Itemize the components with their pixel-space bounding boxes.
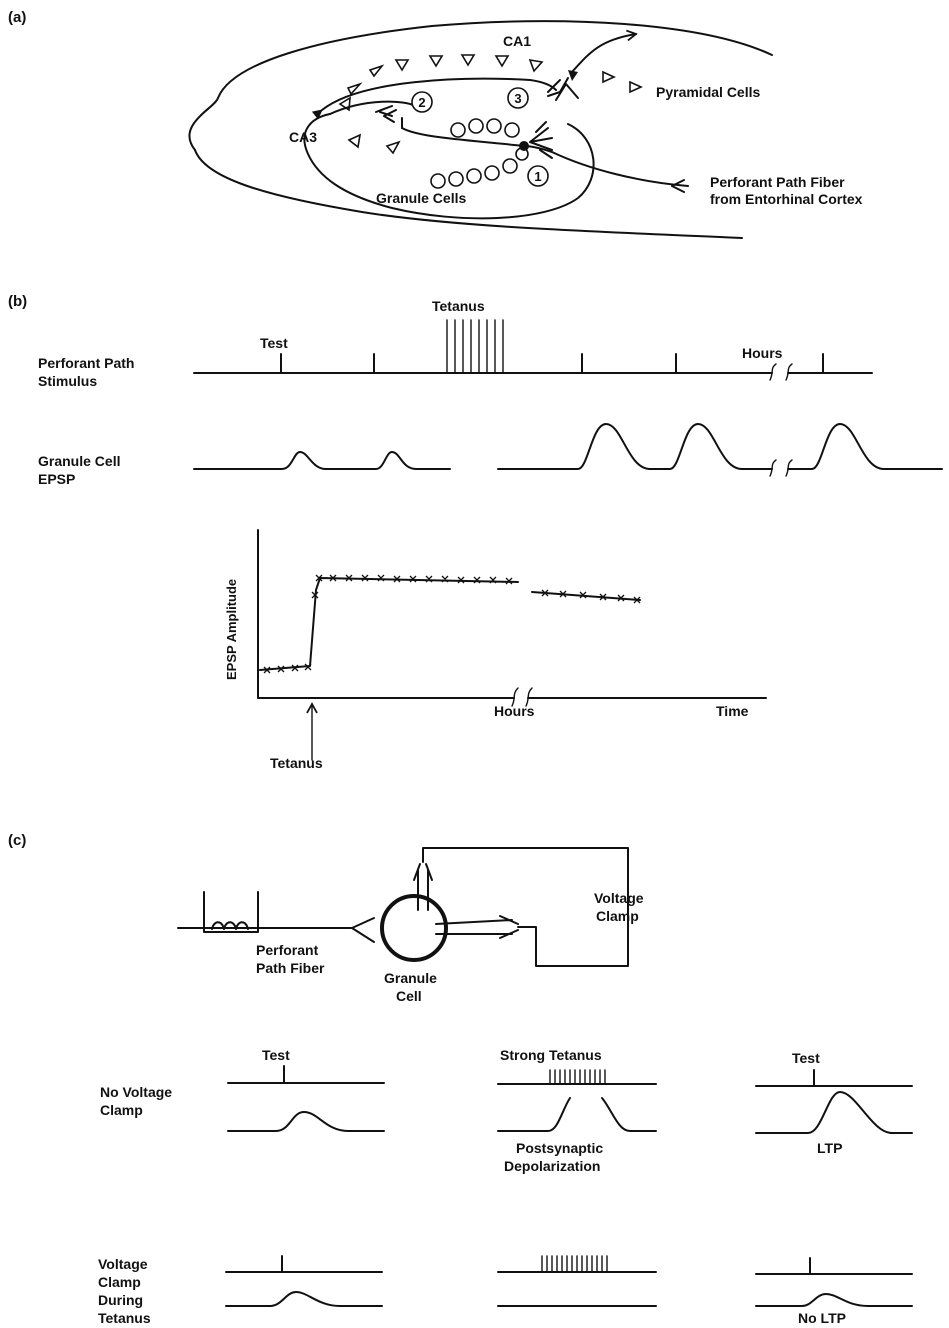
perforant-label-line1: Perforant Path Fiber	[710, 174, 845, 190]
plot-markers	[263, 574, 641, 674]
synapse-1-label: 1	[534, 169, 541, 184]
plot-axes	[257, 529, 515, 699]
granule-cells-label: Granule Cells	[376, 190, 466, 206]
row2-label-line2: Clamp	[98, 1274, 141, 1290]
voltage-clamp-label-line2: Clamp	[596, 908, 639, 924]
granule-soma	[519, 141, 529, 151]
panel-a-tag: (a)	[8, 9, 26, 26]
pyramidal-cells-ca1	[338, 54, 643, 112]
recording-electrode-side	[435, 915, 537, 939]
axis-break	[511, 687, 533, 707]
row1-col2-traces	[497, 1069, 657, 1132]
dentate-gyrus-outline	[303, 113, 595, 220]
perforant-arrow	[671, 179, 685, 193]
stimulating-electrode-bath	[203, 891, 259, 933]
panel-b: (b) Perforant Path Stimulus Test Tetanus…	[8, 293, 943, 771]
stimulus-label-line1: Perforant Path	[38, 355, 134, 371]
hippocampus-outline-lower	[194, 149, 743, 239]
tetanus-burst	[446, 319, 504, 374]
tetanus-arrow-label: Tetanus	[270, 755, 323, 771]
voltage-clamp-label-line1: Voltage	[594, 890, 644, 906]
plot-time-label: Time	[716, 703, 749, 719]
perforant-fiber-label-line2: Path Fiber	[256, 960, 325, 976]
recording-electrode-top	[413, 847, 629, 967]
plot-series-pre	[259, 577, 519, 671]
ltp-label: LTP	[817, 1140, 842, 1156]
panel-c-tag: (c)	[8, 832, 26, 849]
test-label: Test	[260, 335, 288, 351]
ca3-label: CA3	[289, 129, 317, 145]
col3-test-label: Test	[792, 1050, 820, 1066]
pyramidal-cells-ca3	[347, 133, 401, 155]
synapse-2-marker: 2	[411, 91, 433, 113]
hours-top-label: Hours	[742, 345, 783, 361]
epsp-label-line1: Granule Cell	[38, 453, 120, 469]
postsynaptic-label-line1: Postsynaptic	[516, 1140, 603, 1156]
row2-label-line1: Voltage	[98, 1256, 148, 1272]
tetanus-top-label: Tetanus	[432, 298, 485, 314]
synapse-terminal	[351, 917, 375, 943]
pyramidal-cells-label: Pyramidal Cells	[656, 84, 760, 100]
ca3-dendrites	[375, 105, 397, 123]
hippocampus-outline	[188, 20, 773, 151]
row1-col3-traces	[755, 1069, 913, 1134]
granule-cells	[430, 118, 529, 189]
row1-col1-traces	[227, 1065, 385, 1132]
perforant-path-fiber	[523, 145, 689, 187]
postsynaptic-label-line2: Depolarization	[504, 1158, 600, 1174]
row2-col1-traces	[225, 1255, 383, 1307]
granule-cell-label-line1: Granule	[384, 970, 437, 986]
plot-hours-label: Hours	[494, 703, 535, 719]
granule-dendrites	[529, 121, 553, 159]
synapse-1-marker: 1	[527, 165, 549, 187]
row2-label-line4: Tetanus	[98, 1310, 151, 1326]
synapse-3-marker: 3	[507, 87, 529, 109]
plot-ylabel: EPSP Amplitude	[224, 579, 239, 680]
ca-field-curve	[329, 100, 416, 115]
ca1-dendrites	[547, 77, 579, 101]
ca1-soma	[568, 70, 578, 81]
row2-col2-traces	[497, 1255, 657, 1307]
epsp-label-line2: EPSP	[38, 471, 75, 487]
panel-a: (a)	[8, 9, 863, 239]
row2-label-line3: During	[98, 1292, 143, 1308]
panel-b-tag: (b)	[8, 293, 27, 310]
mossy-fiber	[401, 127, 525, 147]
perforant-label-line2: from Entorhinal Cortex	[710, 191, 863, 207]
perforant-fiber-label-line1: Perforant	[256, 942, 319, 958]
no-ltp-label: No LTP	[798, 1310, 846, 1326]
row2-col3-traces	[755, 1257, 913, 1307]
synapse-3-label: 3	[514, 91, 521, 106]
col1-test-label: Test	[262, 1047, 290, 1063]
ca1-label: CA1	[503, 33, 531, 49]
col2-strong-tetanus-label: Strong Tetanus	[500, 1047, 602, 1063]
row1-label-line1: No Voltage	[100, 1084, 172, 1100]
stimulus-label-line2: Stimulus	[38, 373, 97, 389]
ca1-axon	[571, 29, 638, 73]
epsp-amplitude-plot: EPSP Amplitude Hours Time Tetanus	[224, 529, 767, 771]
row1-label-line2: Clamp	[100, 1102, 143, 1118]
schaffer-collateral	[311, 77, 557, 120]
panel-c: (c) Voltage Clamp Perforant Path Fiber G…	[8, 832, 913, 1326]
granule-cell-label-line2: Cell	[396, 988, 422, 1004]
epsp-trace	[193, 423, 943, 477]
granule-cell-body	[380, 894, 448, 962]
stimulus-trace	[193, 319, 873, 381]
synapse-2-label: 2	[418, 95, 425, 110]
